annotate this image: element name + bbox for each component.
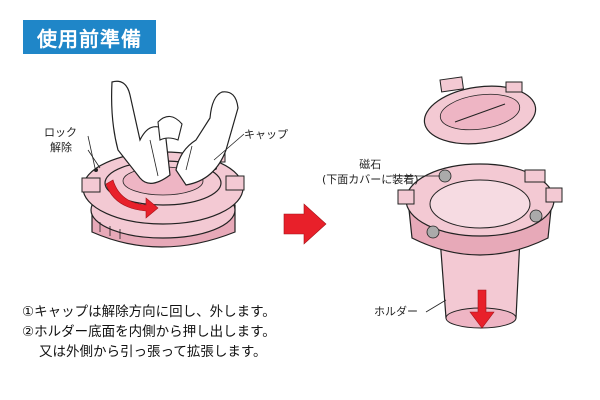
magnet-label: 磁石 (下面カバーに装着) bbox=[322, 158, 419, 188]
magnet-line1: 磁石 bbox=[359, 158, 382, 171]
magnet-line2: (下面カバーに装着) bbox=[322, 172, 419, 186]
lock-release-line1: ロック bbox=[44, 126, 77, 139]
lock-release-label: ロック 解除 bbox=[44, 126, 77, 156]
step-2-alt: 又は外側から引っ張って拡張します。 bbox=[39, 344, 267, 360]
page-title: 使用前準備 bbox=[23, 20, 156, 54]
magnet-icon bbox=[438, 169, 452, 183]
magnet-icon bbox=[426, 225, 440, 239]
step-1: ①キャップは解除方向に回し、外します。 bbox=[22, 304, 276, 320]
holder-label: ホルダー bbox=[374, 305, 418, 318]
magnet-icon bbox=[529, 209, 543, 223]
hands-illustration bbox=[111, 80, 239, 186]
instructions: ①キャップは解除方向に回し、外します。 ②ホルダー底面を内側から押し出します。 … bbox=[22, 302, 276, 362]
transition-arrow-icon bbox=[283, 203, 327, 245]
right-product-illustration bbox=[397, 76, 563, 329]
lock-release-line2: 解除 bbox=[50, 140, 72, 154]
step-2: ②ホルダー底面を内側から押し出します。 bbox=[22, 324, 276, 340]
rotate-arrow-icon bbox=[105, 179, 159, 219]
pull-down-arrow-icon bbox=[469, 289, 495, 329]
cap-label: キャップ bbox=[244, 128, 288, 141]
